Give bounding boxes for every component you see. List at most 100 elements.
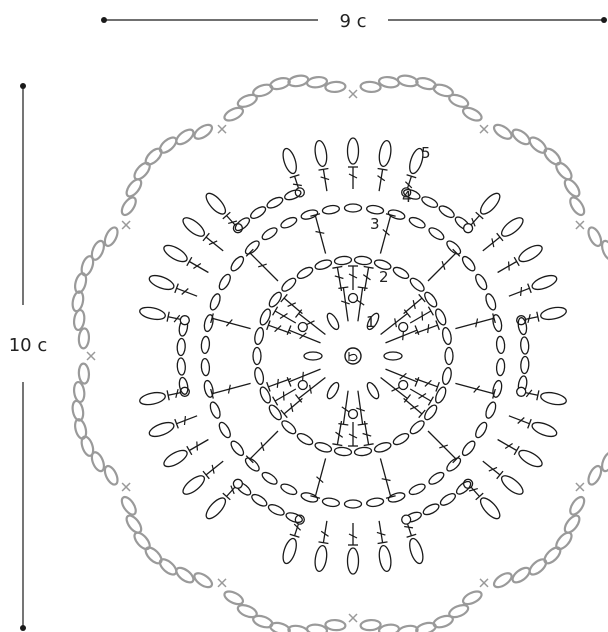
round-3-chain: [300, 492, 319, 503]
round-2-chain: [435, 308, 447, 326]
round-4-picot: [401, 514, 412, 525]
round-5-chain: [511, 128, 531, 146]
round-1-double-crochet: [338, 286, 350, 322]
round-5-single-crochet: [575, 482, 585, 492]
round-4-chain: [403, 188, 421, 200]
round-4-double-crochet: [377, 167, 388, 192]
round-4-petal-chain: [139, 391, 166, 406]
round-5-single-crochet: [121, 482, 131, 492]
round-2-double-crochet: [280, 293, 303, 315]
round-5-chain: [72, 308, 86, 332]
round-4-chain: [439, 492, 456, 506]
round-3-chain: [495, 357, 506, 377]
round-5-single-crochet: [217, 124, 227, 134]
round-5-chain: [492, 123, 513, 140]
round-3-chain: [321, 204, 340, 215]
round-4-chain: [517, 317, 528, 336]
round-5-chain: [158, 136, 178, 154]
round-4-petal-chain: [148, 421, 175, 438]
round-4-double-crochet: [497, 256, 520, 274]
round-3-treble-crochet: [379, 213, 396, 254]
round-3-chain: [485, 401, 497, 419]
round-5-chain: [587, 464, 603, 486]
round-2-double-crochet: [403, 397, 426, 419]
round-2-double-crochet: [409, 306, 434, 324]
round-1-double-crochet: [356, 390, 368, 426]
round-3-chain: [408, 483, 426, 496]
round-3-treble-crochet: [245, 248, 279, 282]
round-1-double-crochet: [286, 368, 321, 387]
round-2-chain: [409, 420, 425, 435]
round-3-chain: [261, 471, 278, 485]
round-3-treble-crochet: [310, 213, 327, 254]
round-3-chain: [203, 379, 214, 398]
round-5-chain: [236, 93, 258, 108]
round-label-5: 5: [421, 144, 431, 162]
round-5-single-crochet: [86, 351, 96, 361]
round-2-double-crochet: [362, 420, 374, 447]
round-5-chain: [511, 566, 531, 584]
round-2-chain: [333, 255, 353, 266]
round-3-chain: [218, 273, 231, 291]
round-5-chain: [359, 80, 382, 94]
round-3-chain: [492, 379, 503, 398]
round-1-stitches: [286, 286, 420, 426]
round-4-petal-chain: [182, 475, 206, 495]
round-2-chain: [259, 386, 271, 404]
round-4-double-crochet: [348, 523, 358, 546]
round-5-single-crochet: [348, 89, 358, 99]
round-4-chain: [176, 337, 186, 357]
round-5-chain: [144, 546, 163, 565]
round-5-chain: [461, 590, 483, 606]
round-5-chain: [569, 495, 586, 516]
round-5-chain: [555, 161, 573, 181]
round-2-double-crochet: [332, 265, 344, 292]
round-4-petal-chain: [314, 139, 328, 168]
round-4-picot: [516, 386, 527, 397]
round-1-chain: [326, 312, 340, 331]
round-3-chain: [200, 357, 211, 377]
round-4-petal-chain: [182, 217, 206, 237]
round-4-petal-chain: [378, 544, 392, 573]
round-2-chain: [392, 266, 410, 280]
round-2-double-crochet: [414, 377, 440, 392]
round-3-treble-crochet: [427, 430, 461, 464]
round-4-chain: [178, 376, 189, 395]
round-3-treble-crochet: [245, 430, 279, 464]
round-3-treble-crochet: [210, 382, 251, 399]
round-1-double-crochet: [385, 368, 420, 387]
round-5-chain: [175, 128, 195, 146]
round-4-petal-chain: [163, 244, 188, 263]
round-2-double-crochet: [280, 397, 303, 419]
round-1-double-crochet: [286, 325, 321, 344]
round-4-petal-chain: [518, 244, 543, 263]
round-4-petal-chain: [148, 274, 175, 291]
round-5-chain: [563, 514, 581, 534]
height-label: 10 c: [9, 335, 48, 356]
round-4-petal-chain: [500, 475, 524, 495]
round-1-chain: [366, 312, 380, 331]
round-4-double-crochet: [186, 256, 209, 274]
round-4-chain: [284, 189, 302, 201]
round-2-double-crochet: [272, 388, 297, 406]
round-4-petal-chain: [540, 306, 567, 321]
round-5-chain: [103, 464, 119, 486]
round-4-double-crochet: [482, 232, 504, 252]
round-2-chain: [296, 266, 314, 280]
round-2-picot: [297, 321, 308, 333]
round-2-double-crochet: [266, 377, 292, 392]
round-5-chain: [120, 196, 137, 217]
round-5-chain: [563, 178, 581, 198]
round-4-double-crochet: [202, 232, 224, 252]
round-2-picot: [347, 408, 359, 420]
round-5-chain: [528, 558, 548, 576]
round-1-double-crochet: [294, 309, 326, 336]
round-4-petals: [139, 137, 567, 575]
round-2-chain: [441, 366, 452, 386]
round-5-chain: [492, 572, 513, 589]
round-5-chain: [432, 83, 454, 98]
round-2-double-crochet: [348, 265, 358, 290]
round-4-petal-chain: [409, 147, 424, 175]
round-4-petal-chain: [531, 274, 558, 291]
round-5-chain: [377, 75, 401, 89]
